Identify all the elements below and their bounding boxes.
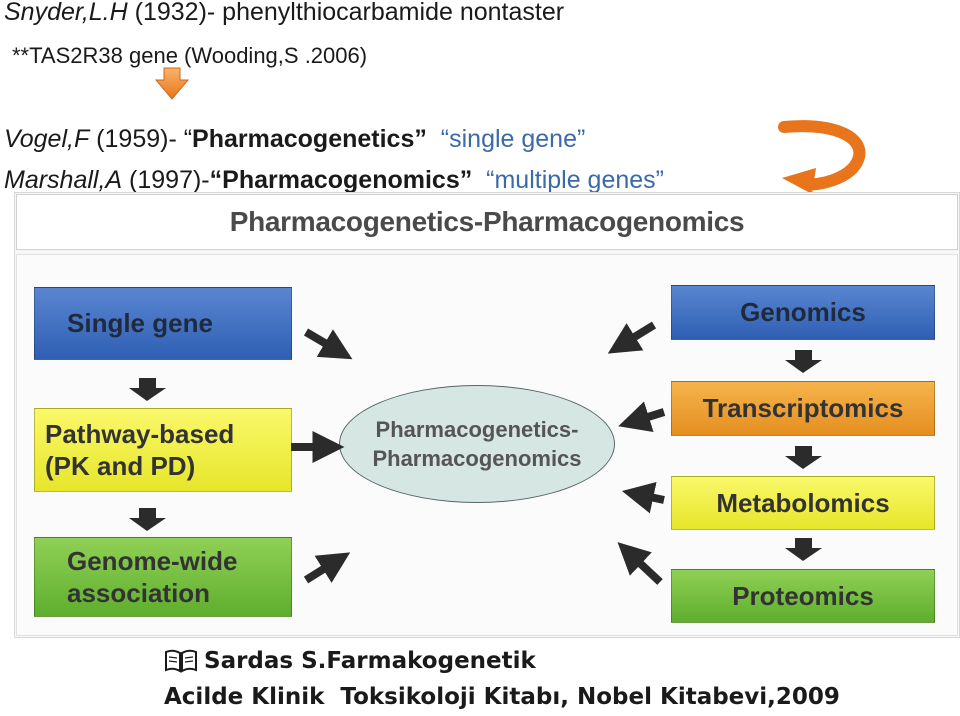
diagram-title-banner	[16, 194, 958, 250]
center-line2: Pharmacogenomics	[372, 446, 582, 471]
marshall-year: (1997)-	[122, 166, 210, 194]
curved-arrow-icon	[778, 120, 866, 194]
box-pathway-based: Pathway-based (PK and PD)	[34, 408, 292, 492]
note-multiple-genes: “multiple genes”	[486, 166, 664, 194]
author-marshall: Marshall,A	[4, 166, 123, 194]
vogel-gap	[427, 125, 441, 153]
box-transcriptomics: Transcriptomics	[671, 381, 935, 436]
box-genome-wide: Genome-wide association	[34, 537, 292, 617]
center-line1: Pharmacogenetics-	[375, 417, 579, 442]
reference-line1: Sardas S.Farmakogenetik	[164, 648, 536, 674]
box-single-gene-label: Single gene	[67, 308, 213, 338]
header-line-vogel: Vogel,F (1959)- “Pharmacogenetics” “sing…	[4, 124, 585, 154]
snyder-text: (1932)- phenylthiocarbamide nontaster	[127, 0, 565, 26]
marshall-gap	[472, 166, 486, 194]
header-line-marshall: Marshall,A (1997)-“Pharmacogenomics” “mu…	[4, 165, 664, 195]
marshall-open-quote: “	[209, 166, 223, 194]
book-icon	[165, 649, 197, 673]
box-metabolomics-label: Metabolomics	[716, 487, 890, 518]
box-transcriptomics-label: Transcriptomics	[702, 393, 904, 423]
reference-line2: Acilde Klinik Toksikoloji Kitabı, Nobel …	[164, 684, 840, 710]
note-single-gene: “single gene”	[440, 125, 586, 153]
box-genome-line1: Genome-wide	[67, 546, 238, 576]
author-vogel: Vogel,F	[4, 125, 90, 153]
box-single-gene: Single gene	[34, 287, 292, 360]
reference-author-title: Sardas S.Farmakogenetik	[204, 648, 536, 674]
diagram-title: Pharmacogenetics-Pharmacogenomics	[229, 206, 745, 237]
term-pharmacogenomics: Pharmacogenomics”	[222, 166, 473, 194]
box-proteomics: Proteomics	[671, 569, 935, 623]
box-proteomics-label: Proteomics	[732, 580, 874, 611]
vogel-open-quote: “	[183, 125, 193, 153]
box-genomics: Genomics	[671, 285, 935, 340]
header-line-snyder: Snyder,L.H (1932)- phenylthiocarbamide n…	[4, 0, 564, 27]
down-arrow-icon	[154, 67, 190, 100]
box-pathway-line1: Pathway-based	[45, 419, 235, 449]
center-ellipse: Pharmacogenetics- Pharmacogenomics	[339, 385, 615, 503]
box-genomics-label: Genomics	[740, 297, 866, 327]
box-metabolomics: Metabolomics	[671, 476, 935, 530]
box-pathway-line2: (PK and PD)	[45, 451, 196, 481]
author-snyder: Snyder,L.H	[4, 0, 128, 26]
vogel-year: (1959)-	[89, 125, 184, 153]
header-line-tas2r38: **TAS2R38 gene (Wooding,S .2006)	[12, 43, 368, 68]
box-genome-line2: association	[67, 578, 211, 608]
term-pharmacogenetics: Pharmacogenetics”	[192, 125, 427, 153]
